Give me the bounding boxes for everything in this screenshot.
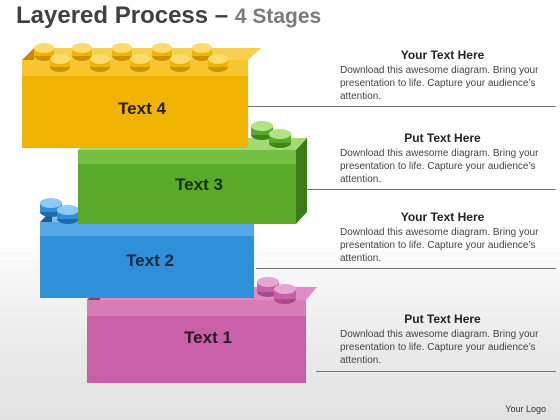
block-label-4: Text 4 — [118, 99, 166, 118]
title-main: Layered Process — [16, 2, 209, 29]
stage-heading-1: Put Text Here — [404, 312, 481, 326]
title-sub: 4 Stages — [234, 5, 322, 28]
stage-heading-2: Your Text Here — [400, 210, 485, 224]
divider-2 — [256, 268, 556, 269]
stage-body-4: Download this awesome diagram. Bring you… — [340, 65, 539, 102]
stage-description-2: Your Text Here Download this awesome dia… — [340, 210, 545, 265]
page-title: Layered Process – 4 Stages — [16, 2, 321, 30]
block-1-studs — [257, 277, 296, 304]
stage-body-3: Download this awesome diagram. Bring you… — [340, 148, 539, 185]
stage-heading-3: Put Text Here — [404, 131, 481, 145]
stage-heading-4: Your Text Here — [400, 48, 485, 62]
block-label-1: Text 1 — [184, 328, 232, 347]
stage-body-1: Download this awesome diagram. Bring you… — [340, 329, 539, 366]
block-4-studs — [34, 43, 228, 72]
block-3-studs — [251, 121, 291, 148]
title-dash: – — [208, 2, 235, 29]
block-label-3: Text 3 — [175, 175, 223, 194]
stage-description-4: Your Text Here Download this awesome dia… — [340, 48, 545, 103]
footer-logo: Your Logo — [505, 404, 546, 414]
stage-body-2: Download this awesome diagram. Bring you… — [340, 227, 539, 264]
stage-description-3: Put Text Here Download this awesome diag… — [340, 131, 545, 186]
block-2-studs — [40, 198, 79, 224]
divider-1 — [316, 371, 556, 372]
divider-3 — [306, 189, 556, 190]
block-text-1: Text 1 — [87, 277, 317, 383]
stage-description-1: Put Text Here Download this awesome diag… — [340, 312, 545, 367]
block-text-4: Text 4 — [22, 43, 261, 148]
block-label-2: Text 2 — [126, 251, 174, 270]
divider-4 — [248, 106, 556, 107]
